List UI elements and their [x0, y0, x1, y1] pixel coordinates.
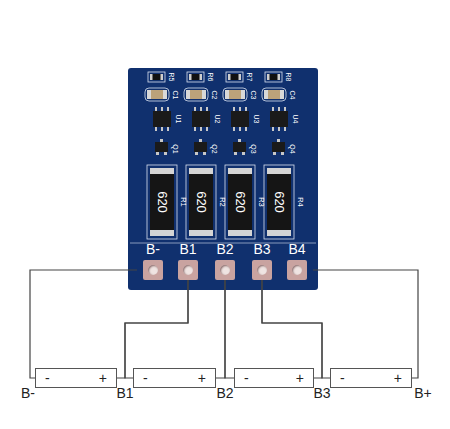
- silkscreen-label: R1: [179, 197, 187, 207]
- wire-label: B2: [216, 386, 233, 400]
- solder-pad: [252, 260, 272, 280]
- silkscreen-label: Q3: [250, 144, 257, 153]
- silkscreen-label: 620: [195, 191, 208, 213]
- wire: [262, 280, 330, 378]
- silkscreen-label: R8: [285, 73, 292, 82]
- polarity-mark: -: [340, 370, 345, 386]
- silkscreen-label: R6: [207, 73, 214, 82]
- silkscreen-label: Q4: [289, 144, 296, 153]
- pcb-board: [128, 68, 318, 290]
- wire: [117, 280, 188, 378]
- wire-label: B3: [313, 386, 330, 400]
- silkscreen-label: R5: [168, 73, 175, 82]
- polarity-mark: +: [198, 370, 206, 386]
- silkscreen-label: U2: [214, 115, 221, 124]
- wire-label: B1: [116, 386, 133, 400]
- silkscreen-label: R2: [218, 197, 226, 207]
- terminal-pad: B2: [209, 241, 241, 280]
- silkscreen-label: R7: [246, 73, 253, 82]
- pad-label: B2: [216, 241, 233, 257]
- wire: [262, 280, 322, 378]
- pad-label: B4: [288, 241, 305, 257]
- solder-pad: [178, 260, 198, 280]
- silkscreen-label: C2: [211, 91, 218, 100]
- polarity-mark: +: [394, 370, 402, 386]
- polarity-mark: -: [143, 370, 148, 386]
- silkscreen-label: U4: [292, 115, 299, 124]
- silkscreen-label: C1: [172, 91, 179, 100]
- silkscreen-label: U1: [175, 115, 182, 124]
- silkscreen-label: R4: [296, 197, 304, 207]
- silkscreen-label: C3: [250, 91, 257, 100]
- polarity-mark: -: [45, 370, 50, 386]
- battery-cell: -+: [35, 368, 117, 388]
- silkscreen-label: U3: [253, 115, 260, 124]
- wire-label: B-: [21, 386, 35, 400]
- battery-cell: -+: [330, 368, 412, 388]
- pad-label: B3: [253, 241, 270, 257]
- terminal-pad: B4: [281, 241, 313, 280]
- silkscreen-label: Q2: [211, 144, 218, 153]
- wire: [313, 270, 418, 378]
- pad-label: B-: [146, 241, 160, 257]
- wire: [30, 270, 137, 378]
- terminal-pad: B1: [172, 241, 204, 280]
- silkscreen-label: C4: [289, 91, 296, 100]
- silkscreen-label: 620: [273, 191, 286, 213]
- silkscreen-label: 620: [234, 191, 247, 213]
- battery-cell: -+: [133, 368, 216, 388]
- terminal-pad: B3: [246, 241, 278, 280]
- terminal-pad: B-: [137, 241, 169, 280]
- wire: [216, 280, 225, 378]
- battery-cell: -+: [234, 368, 314, 388]
- polarity-mark: +: [99, 370, 107, 386]
- silkscreen-label: 620: [156, 191, 169, 213]
- solder-pad: [143, 260, 163, 280]
- wire: [125, 280, 188, 378]
- pad-label: B1: [179, 241, 196, 257]
- wire: [225, 280, 234, 378]
- silkscreen-label: Q1: [172, 144, 179, 153]
- solder-pad: [287, 260, 307, 280]
- polarity-mark: -: [244, 370, 249, 386]
- polarity-mark: +: [296, 370, 304, 386]
- solder-pad: [215, 260, 235, 280]
- silkscreen-label: R3: [257, 197, 265, 207]
- wire-label: B+: [414, 386, 432, 400]
